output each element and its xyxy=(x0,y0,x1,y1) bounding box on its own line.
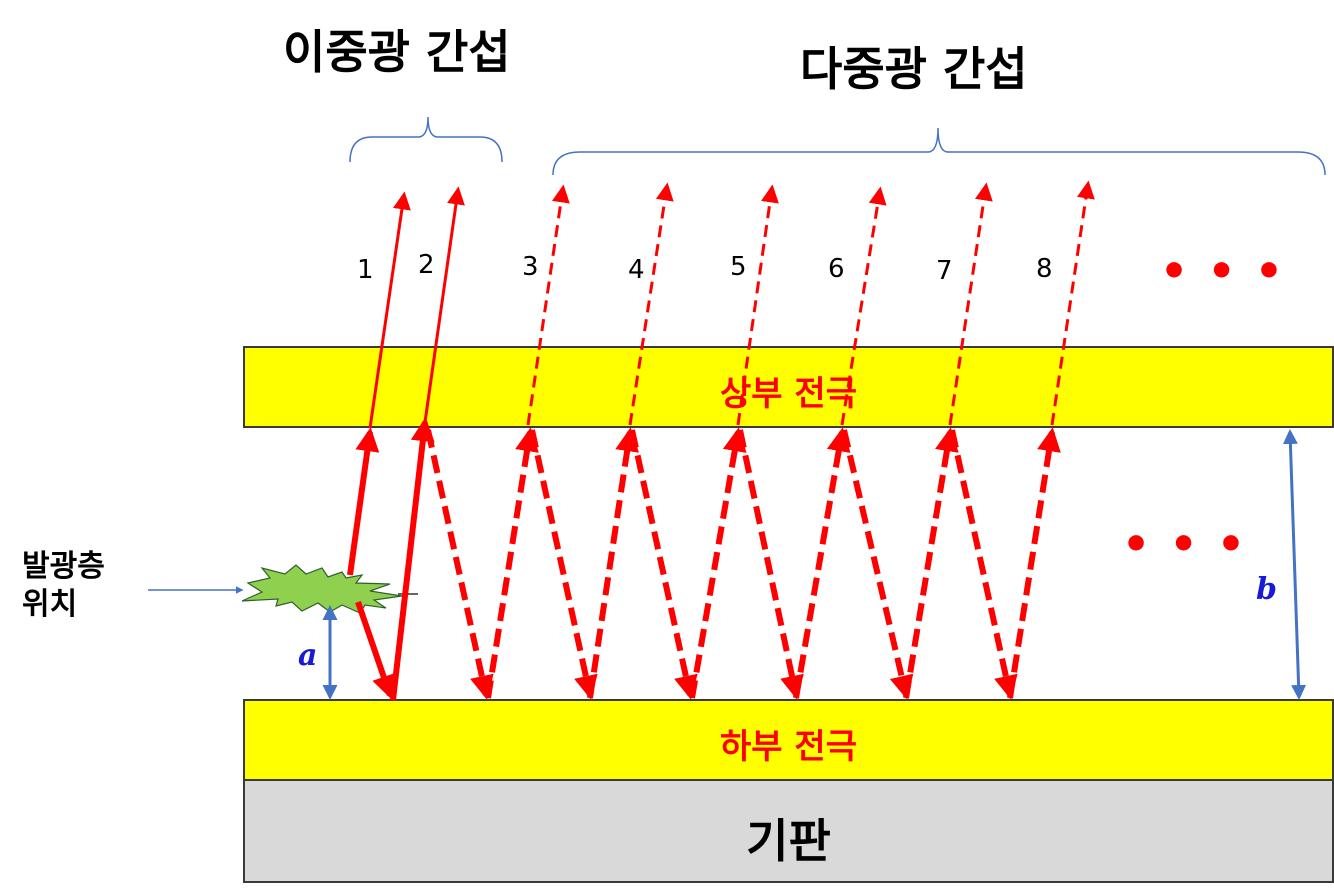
ray-1-inner xyxy=(347,427,380,576)
emitter-starburst xyxy=(241,564,403,614)
bracket-multi-interference xyxy=(552,127,1326,176)
zigzag-down-3 xyxy=(629,429,698,700)
ray-number-7: 7 xyxy=(936,256,953,286)
distance-a-label: a xyxy=(298,638,318,673)
emission-position-label: 발광층 위치 xyxy=(22,548,105,624)
ray-number-1: 1 xyxy=(357,255,374,285)
emission-label-line2: 위치 xyxy=(22,587,78,622)
ray-number-5: 5 xyxy=(730,252,747,282)
distance-b-label: b xyxy=(1256,572,1277,607)
ray-number-2: 2 xyxy=(418,250,435,280)
zigzag-up-4 xyxy=(793,427,851,699)
ray-number-3: 3 xyxy=(522,252,539,282)
zigzag-down-4 xyxy=(737,429,804,700)
zigzag-down-5 xyxy=(841,429,914,700)
ray-number-8: 8 xyxy=(1036,254,1053,284)
ray-number-6: 6 xyxy=(828,254,845,284)
bracket-double-interference xyxy=(349,116,503,163)
ray-2-up xyxy=(390,417,435,701)
ray-2-down xyxy=(355,601,396,700)
top-electrode-label: 상부 전극 xyxy=(720,374,857,414)
ray-number-4: 4 xyxy=(628,255,645,285)
zigzag-down-6 xyxy=(949,429,1018,700)
bottom-electrode-layer: 하부 전극 xyxy=(243,699,1334,781)
emission-label-line1: 발광층 xyxy=(22,549,105,584)
zigzag-up-6 xyxy=(1007,427,1061,699)
zigzag-up-3 xyxy=(689,427,747,699)
zigzag-up-1 xyxy=(485,427,539,699)
title-double-interference: 이중광 간섭 xyxy=(283,25,511,79)
zigzag-up-2 xyxy=(587,427,640,699)
substrate-layer: 기판 xyxy=(243,779,1334,883)
zigzag-down-1 xyxy=(425,429,494,700)
title-multi-interference: 다중광 간섭 xyxy=(800,42,1028,96)
ellipsis-top: • • • xyxy=(1160,246,1286,297)
zigzag-up-5 xyxy=(903,427,959,699)
zigzag-down-2 xyxy=(529,429,598,700)
ellipsis-middle: • • • xyxy=(1122,519,1248,570)
substrate-label: 기판 xyxy=(746,814,831,868)
top-electrode-layer: 상부 전극 xyxy=(243,346,1334,428)
distance-b-arrow xyxy=(1282,429,1307,700)
bottom-electrode-label: 하부 전극 xyxy=(720,727,857,767)
